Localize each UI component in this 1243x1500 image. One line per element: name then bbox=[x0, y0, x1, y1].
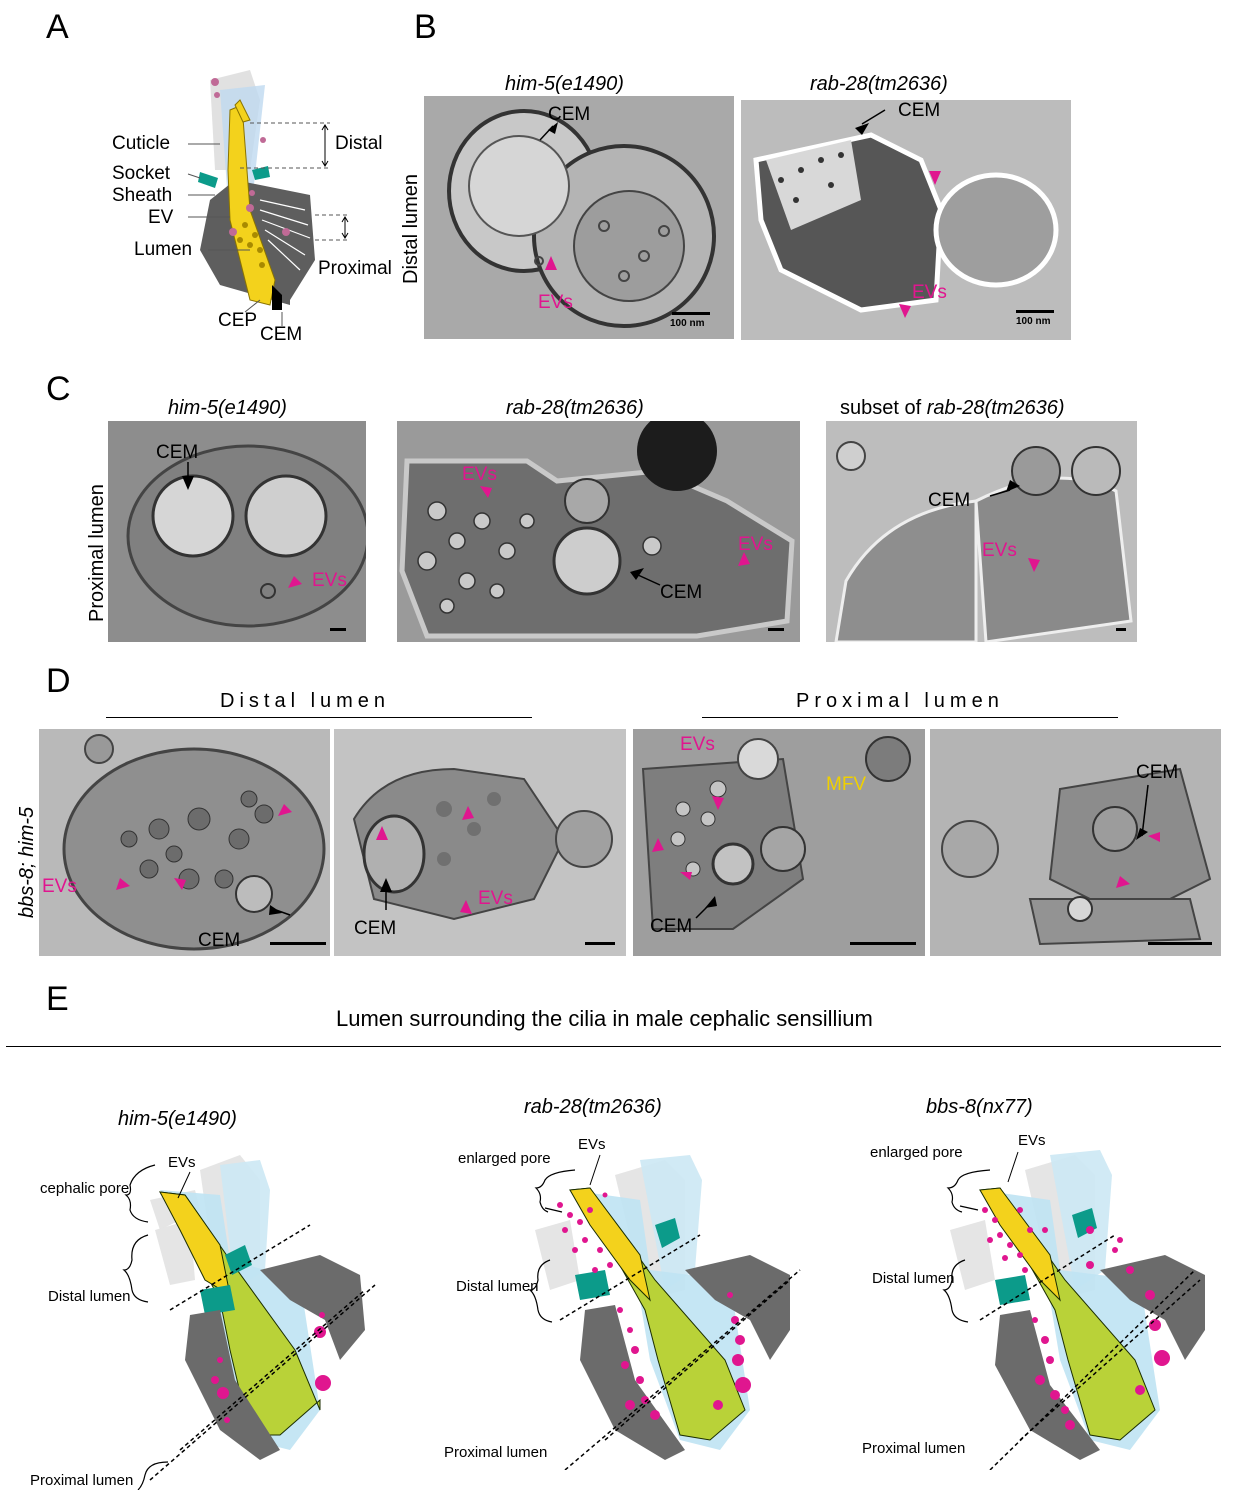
d3-cem-label: CEM bbox=[650, 916, 693, 937]
em-image-d4 bbox=[930, 729, 1221, 956]
e-diagram-bbs8 bbox=[942, 1150, 1205, 1470]
e2-genotype: rab-28(tm2636) bbox=[524, 1096, 662, 1118]
e1-proximal: Proximal lumen bbox=[30, 1472, 134, 1489]
sensillum-diagram bbox=[187, 70, 349, 326]
proximal-header-line bbox=[702, 717, 1118, 718]
e1-genotype: him-5(e1490) bbox=[118, 1108, 237, 1130]
e1-distal: Distal lumen bbox=[48, 1288, 131, 1305]
b-left-scale-bar bbox=[672, 312, 710, 315]
label-socket: Socket bbox=[112, 163, 171, 184]
e2-distal: Distal lumen bbox=[456, 1278, 539, 1295]
genotype-c2: rab-28(tm2636) bbox=[506, 397, 644, 419]
label-cep: CEP bbox=[218, 310, 258, 331]
em-image-c3 bbox=[826, 421, 1137, 642]
panel-letter-a: A bbox=[46, 8, 69, 46]
e3-pore: enlarged pore bbox=[870, 1144, 963, 1161]
e3-distal: Distal lumen bbox=[872, 1270, 955, 1287]
e3-evs: EVs bbox=[1018, 1132, 1046, 1149]
d1-evs-label: EVs bbox=[42, 876, 77, 897]
genotype-c1: him-5(e1490) bbox=[168, 397, 287, 419]
b-left-evs-label: EVs bbox=[538, 292, 573, 313]
panel-e-title: Lumen surrounding the cilia in male ceph… bbox=[336, 1006, 873, 1031]
em-image-d1 bbox=[39, 729, 330, 956]
label-proximal: Proximal bbox=[318, 258, 392, 279]
d3-mfv-label: MFV bbox=[826, 774, 867, 795]
e-diagram-rab28 bbox=[528, 1154, 801, 1470]
panel-letter-d: D bbox=[46, 662, 71, 700]
b-right-evs-label: EVs bbox=[912, 282, 947, 303]
d2-evs-label: EVs bbox=[478, 888, 513, 909]
c2-evs-label: EVs bbox=[462, 464, 497, 485]
d1-cem-label: CEM bbox=[198, 930, 241, 951]
b-right-cem-label: CEM bbox=[898, 100, 941, 121]
label-ev: EV bbox=[148, 207, 174, 228]
e1-pore: cephalic pore bbox=[40, 1180, 130, 1197]
b-left-scale-text: 100 nm bbox=[670, 318, 705, 329]
c2-scale-bar bbox=[768, 628, 784, 631]
panel-letter-c: C bbox=[46, 370, 71, 408]
b-right-scale-bar bbox=[1016, 310, 1054, 313]
c1-evs-label: EVs bbox=[312, 570, 347, 591]
genotype-b-right: rab-28(tm2636) bbox=[810, 73, 948, 95]
e1-evs: EVs bbox=[168, 1154, 196, 1171]
d3-scale-bar bbox=[850, 942, 916, 945]
e3-genotype: bbs-8(nx77) bbox=[926, 1096, 1033, 1118]
panel-letter-e: E bbox=[46, 980, 69, 1018]
e2-evs: EVs bbox=[578, 1136, 606, 1153]
e3-proximal: Proximal lumen bbox=[862, 1440, 966, 1457]
d2-cem-label: CEM bbox=[354, 918, 397, 939]
distal-header-line bbox=[106, 717, 532, 718]
d3-evs-label: EVs bbox=[680, 734, 715, 755]
em-image-b-left bbox=[424, 96, 734, 339]
e-diagram-him5 bbox=[122, 1155, 376, 1490]
d1-scale-bar bbox=[270, 942, 326, 945]
e2-proximal: Proximal lumen bbox=[444, 1444, 548, 1461]
d4-cem-label: CEM bbox=[1136, 762, 1179, 783]
c3-evs-label: EVs bbox=[982, 540, 1017, 561]
c1-scale-bar bbox=[330, 628, 346, 631]
label-distal: Distal bbox=[335, 133, 383, 154]
genotype-c3: subset of rab-28(tm2636) bbox=[840, 397, 1065, 419]
em-image-c2 bbox=[397, 421, 800, 642]
panel-letter-b: B bbox=[414, 8, 437, 46]
em-image-c1 bbox=[108, 421, 366, 642]
label-cuticle: Cuticle bbox=[112, 133, 171, 154]
distal-header: Distal lumen bbox=[220, 690, 391, 712]
c2-evs2-label: EVs bbox=[738, 534, 773, 555]
b-left-cem-label: CEM bbox=[548, 104, 591, 125]
label-sheath: Sheath bbox=[112, 185, 173, 206]
b-right-scale-text: 100 nm bbox=[1016, 316, 1051, 327]
label-cem: CEM bbox=[260, 324, 303, 345]
panel-e-title-line bbox=[6, 1046, 1221, 1047]
c2-cem-label: CEM bbox=[660, 582, 703, 603]
em-image-d3 bbox=[633, 729, 925, 956]
em-image-b-right bbox=[741, 100, 1071, 340]
em-image-d2 bbox=[334, 729, 626, 956]
c3-cem-label: CEM bbox=[928, 490, 971, 511]
proximal-header: Proximal lumen bbox=[796, 690, 1004, 712]
c1-cem-label: CEM bbox=[156, 442, 199, 463]
e2-pore: enlarged pore bbox=[458, 1150, 551, 1167]
d2-scale-bar bbox=[585, 942, 615, 945]
genotype-b-left: him-5(e1490) bbox=[505, 73, 624, 95]
annotation-arrows bbox=[116, 109, 1160, 919]
label-lumen: Lumen bbox=[134, 239, 193, 260]
c3-scale-bar bbox=[1116, 628, 1126, 631]
d4-scale-bar bbox=[1148, 942, 1212, 945]
